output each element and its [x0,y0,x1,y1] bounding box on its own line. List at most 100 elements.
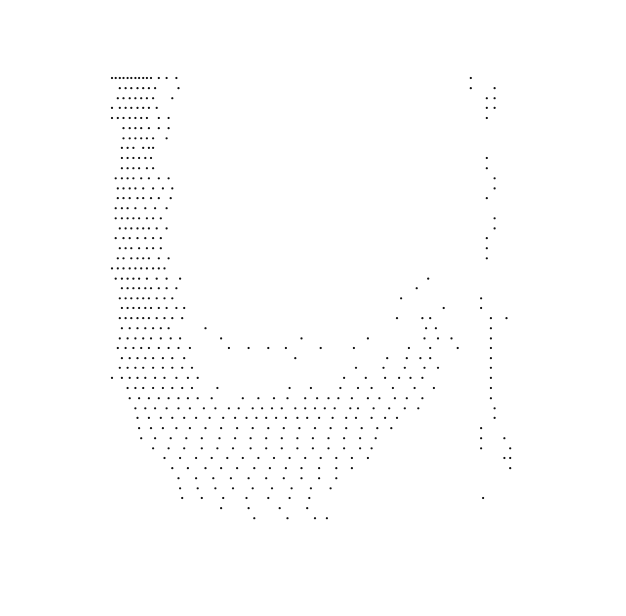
data-point [136,227,139,230]
data-point [163,376,166,379]
data-point [245,416,248,419]
data-point [222,416,225,419]
data-point [509,467,512,470]
data-point [147,227,150,230]
data-point [120,357,123,360]
data-point [282,427,285,430]
data-point [130,106,133,109]
data-point [241,397,244,400]
data-point [372,407,375,410]
data-point [122,267,125,270]
data-point [147,397,150,400]
data-point [163,267,166,270]
data-point [145,167,148,170]
data-point [231,447,235,450]
data-point [450,337,453,340]
data-point [136,376,139,379]
data-point [130,297,133,300]
data-point [280,447,283,450]
data-point [140,97,143,100]
data-point [144,237,147,240]
data-point [149,76,153,80]
data-point [188,407,191,410]
data-point [218,437,221,440]
data-point [503,437,506,440]
data-point [227,346,230,350]
data-point [335,477,338,480]
data-point [159,217,162,220]
data-point [142,227,145,230]
data-point [485,116,488,120]
data-point [163,297,166,300]
data-point [175,376,178,379]
data-point [489,337,492,340]
data-point [140,267,143,270]
data-point [152,267,155,270]
data-point [118,317,121,320]
data-point [147,416,150,419]
data-point [132,306,135,310]
data-point [290,487,293,490]
data-point [157,76,160,80]
data-point [169,337,172,340]
data-point [116,116,119,120]
data-point [284,467,287,470]
data-point [251,427,254,430]
data-point [485,237,488,240]
data-point [304,456,307,460]
data-point [138,247,141,250]
data-point [128,127,131,130]
data-point [128,116,131,120]
data-point [167,346,170,350]
data-point [136,416,139,419]
data-point [126,217,129,220]
data-point [304,407,307,410]
data-point [128,187,131,190]
data-point [122,127,125,130]
data-point [142,76,145,80]
data-point [142,366,145,369]
data-point [400,297,403,300]
data-point [485,156,488,160]
data-point [136,317,139,320]
data-point [118,337,121,340]
data-point [200,496,203,500]
data-point [134,127,137,130]
data-point [128,376,131,379]
data-point [110,116,114,120]
data-point [493,87,496,90]
data-point [171,187,174,190]
data-point [152,247,155,250]
data-point [183,357,186,360]
data-point [413,386,416,390]
data-point [337,397,340,400]
data-point [327,397,330,400]
data-point [204,467,207,470]
data-point [144,407,147,410]
data-point [329,427,332,430]
data-point [145,267,148,270]
data-point [126,337,129,340]
data-point [122,237,125,240]
data-point [116,197,119,200]
data-point [253,517,256,520]
data-point [255,416,258,419]
data-point [116,267,119,270]
data-point [130,317,133,320]
data-point [195,456,198,460]
data-point [142,87,145,90]
data-point [132,287,135,290]
data-point [157,177,160,180]
data-point [177,87,180,90]
data-point [147,317,150,320]
data-point [335,456,338,460]
data-point [489,386,492,390]
data-point [116,97,119,100]
data-point [208,416,211,419]
data-point [114,237,117,240]
data-point [427,277,430,280]
data-point [415,287,418,290]
data-point [165,137,168,140]
data-point [126,287,129,290]
